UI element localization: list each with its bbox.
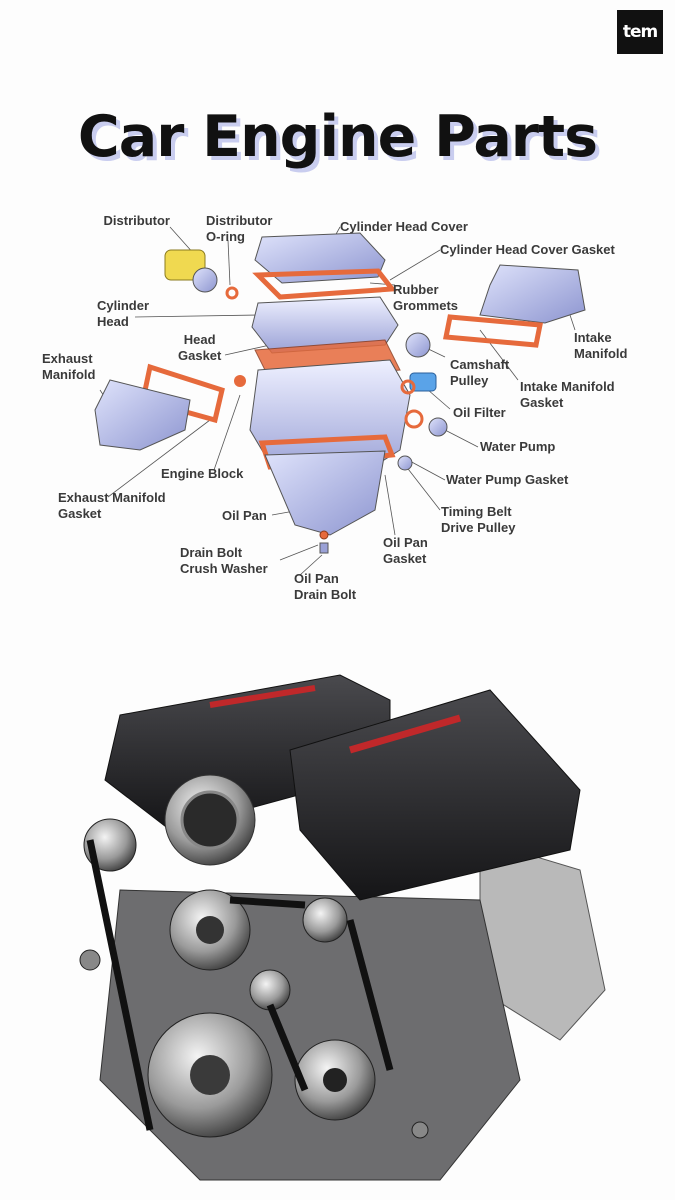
label-intake-manifold: Intake Manifold [574,330,628,361]
cover-gasket-part [252,268,397,300]
label-oil-pan: Oil Pan [222,508,267,523]
pulley-tensioner [249,969,291,1011]
engine-cover-right [289,689,581,901]
drain-bolt-part [319,530,329,540]
camshaft-pulley-part [405,332,431,358]
label-distributor-oring: Distributor O-ring [206,213,273,244]
label-rubber-grommets: Rubber Grommets [393,282,459,313]
intake-manifold-part [443,264,586,348]
label-distributor: Distributor [103,213,170,228]
label-cylinder-head-cover: Cylinder Head Cover [340,219,468,234]
label-exhaust-manifold-gasket: Exhaust Manifold Gasket [58,490,166,521]
label-cylinder-head-cover-gasket: Cylinder Head Cover Gasket [440,242,615,257]
engine-photo [79,674,606,1181]
label-intake-manifold-gasket: Intake Manifold Gasket [520,379,615,410]
label-water-pump: Water Pump [480,439,556,454]
label-cylinder-head: Cylinder Head [97,298,150,329]
label-camshaft-pulley: Camshaft Pulley [450,357,510,388]
label-engine-block: Engine Block [161,466,244,481]
label-timing-belt-drive-pulley: Timing Belt Drive Pulley [441,504,516,535]
label-head-gasket: Head Gasket [178,332,222,363]
brand-logo: tem [617,10,663,54]
water-pump-part [428,417,448,437]
exhaust-manifold-part [94,379,191,451]
engine-exploded-diagram [94,226,586,576]
drive-belt [86,839,394,1131]
leader-lines [99,226,576,576]
label-oil-filter: Oil Filter [453,405,506,420]
oil-pan-part [264,450,386,536]
label-oil-pan-gasket: Oil Pan Gasket [383,535,428,566]
distributor-part [164,249,239,300]
label-oil-pan-drain-bolt: Oil Pan Drain Bolt [294,571,357,602]
label-exhaust-manifold: Exhaust Manifold [42,351,96,382]
timing-belt-pulley-part [397,455,413,471]
label-water-pump-gasket: Water Pump Gasket [446,472,569,487]
pulley-idler [302,897,348,943]
label-drain-bolt-crush-washer: Drain Bolt Crush Washer [180,545,268,576]
page-title: Car Engine Parts [77,104,598,170]
